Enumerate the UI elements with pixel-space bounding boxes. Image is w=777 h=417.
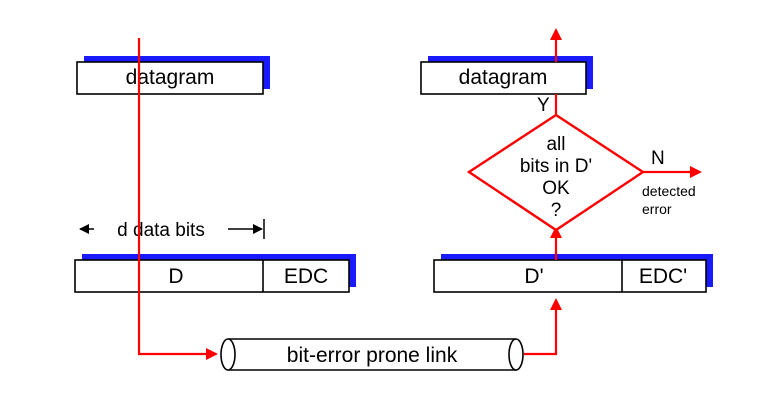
sender-datagram-label: datagram	[126, 66, 215, 89]
decision-diamond: all bits in D' OK ?	[466, 113, 646, 232]
decision-line-1: all	[546, 134, 565, 155]
sender-frame-outline	[74, 259, 350, 293]
sender-datagram-box: datagram	[76, 56, 270, 95]
receiver-frame-outline	[433, 259, 707, 293]
receiver-datagram-box: datagram	[420, 56, 593, 95]
decision-line-4: ?	[551, 200, 562, 221]
receiver-edc-field: EDC'	[639, 265, 687, 288]
sender-datagram-frame	[76, 61, 264, 95]
link-label: bit-error prone link	[287, 344, 458, 367]
receiver-data-field: D'	[524, 265, 543, 288]
yes-label: Y	[537, 95, 550, 116]
link-right-cap-inner	[508, 338, 517, 371]
decision-line-3: OK	[542, 178, 570, 199]
link-left-cap	[220, 338, 236, 371]
decision-diamond-shape	[466, 113, 646, 232]
detected-error-line-1: detected	[642, 183, 696, 199]
sender-data-field: D	[168, 265, 183, 288]
data-bits-label: d data bits	[117, 220, 205, 241]
flow-lines	[137, 28, 702, 360]
receiver-datagram-frame	[420, 61, 587, 95]
receiver-flow-line	[524, 298, 562, 356]
sender-flow-line	[137, 38, 218, 360]
bit-error-link: bit-error prone link	[220, 338, 524, 371]
receiver-frame-box: D' EDC'	[433, 254, 713, 293]
link-body-edges	[228, 338, 516, 371]
decision-line-2: bits in D'	[520, 156, 592, 177]
sender-frame-box: D EDC	[74, 254, 356, 293]
link-right-cap-outer	[515, 338, 524, 371]
receiver-datagram-label: datagram	[459, 66, 548, 89]
data-bits-dimension: d data bits	[79, 219, 265, 241]
detected-error-line-2: error	[642, 201, 672, 217]
sender-edc-field: EDC	[284, 265, 328, 288]
no-label: N	[651, 148, 665, 169]
